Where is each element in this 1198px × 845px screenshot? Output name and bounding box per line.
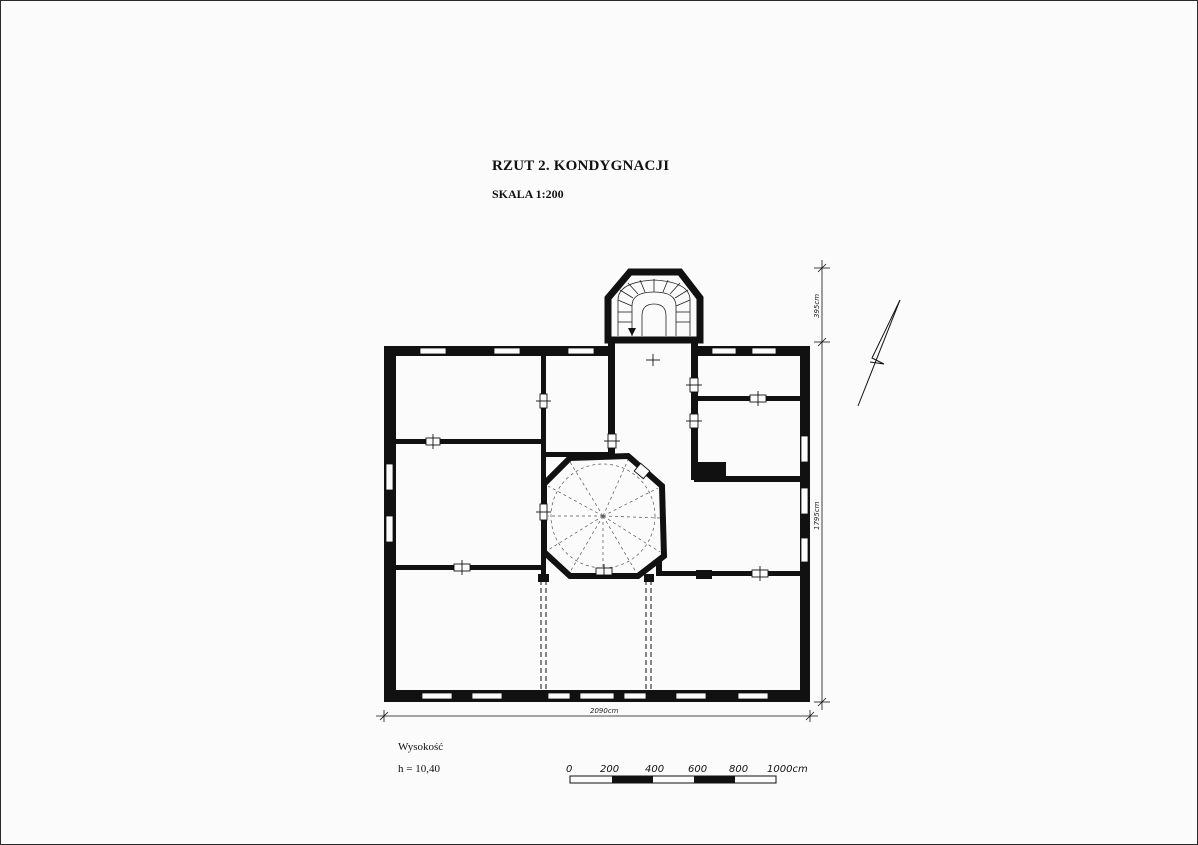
scale-tick-1000: 1000cm (767, 764, 808, 775)
windows (385, 347, 809, 700)
interior-wall (394, 439, 544, 444)
window (579, 692, 615, 700)
doors (425, 354, 769, 581)
window (800, 487, 809, 515)
stair-arrow-icon (628, 328, 636, 336)
stair-tower (604, 268, 704, 344)
scale-tick-0: 0 (566, 764, 572, 775)
window (711, 347, 737, 355)
window (567, 347, 595, 355)
height-label: Wysokość (398, 741, 444, 753)
scale-bar: 0 200 400 600 800 1000cm (566, 764, 808, 784)
interior-wall (546, 452, 610, 457)
window (800, 537, 809, 563)
window (385, 463, 394, 491)
window (751, 347, 777, 355)
tower-dimension-label: 395cm (813, 294, 821, 318)
dimension-lines (376, 260, 830, 722)
door (633, 462, 651, 480)
window (737, 692, 769, 700)
scale-tick-200: 200 (600, 764, 619, 775)
interior-wall (608, 300, 615, 460)
interior-wall (656, 571, 802, 576)
window (421, 692, 453, 700)
height-dimension-label: 1795cm (813, 501, 821, 530)
interior-wall (541, 354, 546, 578)
pillars (538, 574, 654, 582)
interior-wall (696, 396, 802, 401)
north-arrow-icon (857, 299, 901, 407)
scale-tick-400: 400 (645, 764, 664, 775)
window (675, 692, 707, 700)
width-dimension-label: 2090cm (590, 707, 619, 715)
window (493, 347, 521, 355)
plan-title: RZUT 2. KONDYGNACJI (492, 158, 670, 174)
plan-scale: SKALA 1:200 (492, 187, 564, 201)
dashed-openings (540, 580, 652, 690)
exterior-wall-right (800, 346, 810, 702)
scale-tick-600: 600 (688, 764, 707, 775)
height-value: h = 10,40 (398, 763, 440, 775)
window (800, 435, 809, 463)
spiral-stair (617, 279, 691, 336)
window (471, 692, 503, 700)
interior-wall (694, 476, 802, 482)
rotunda-vault-lines (547, 459, 661, 573)
interior-wall (696, 570, 712, 579)
interior-wall (698, 462, 726, 478)
scale-tick-800: 800 (729, 764, 748, 775)
window (385, 515, 394, 543)
window (547, 692, 571, 700)
window (623, 692, 647, 700)
window (419, 347, 447, 355)
